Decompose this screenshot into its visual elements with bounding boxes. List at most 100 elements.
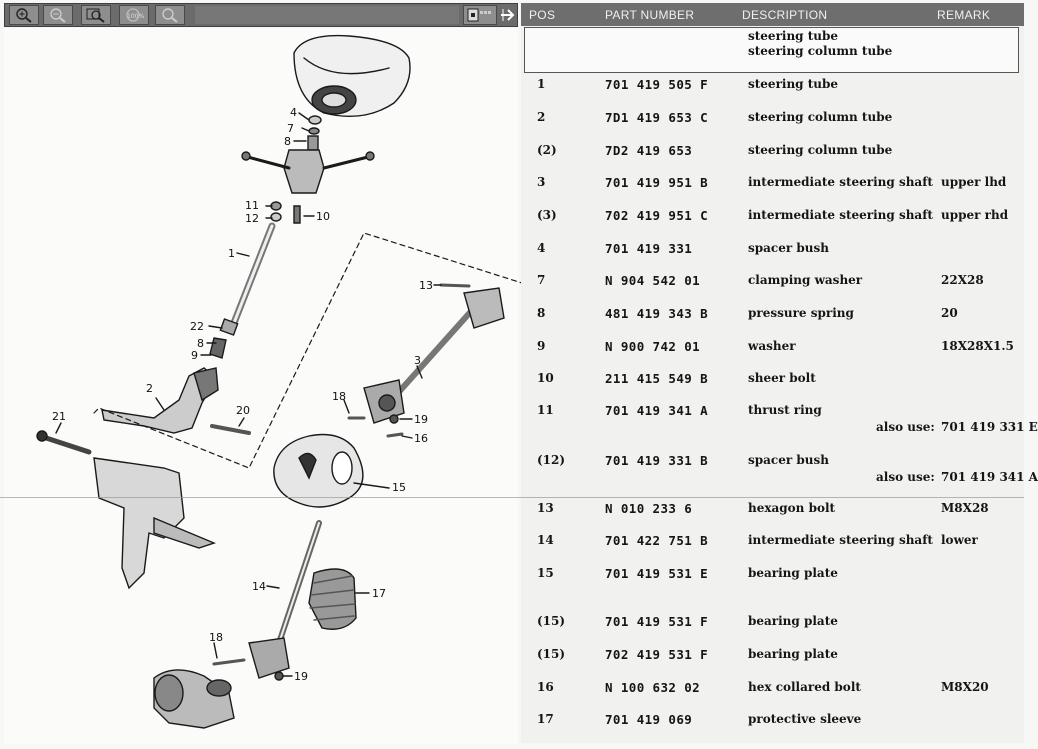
also-use-value: 701 419 341 A	[941, 470, 1038, 484]
also-use-value: 701 419 331 E	[941, 420, 1038, 434]
callout-19: 19	[414, 413, 428, 426]
zoom-100-button[interactable]: 100%	[119, 5, 149, 25]
group-heading: steering tube steering column tube	[524, 27, 1019, 73]
zoom-search-button[interactable]	[155, 5, 185, 25]
remark-cell: upper lhd	[941, 175, 1007, 189]
pos-cell: 16	[537, 680, 554, 694]
description-cell: steering column tube	[748, 143, 893, 157]
pos-cell: 8	[537, 306, 546, 320]
zoom-in-button[interactable]	[9, 5, 39, 25]
zoom-in-icon	[16, 8, 32, 23]
callout-19b: 19	[294, 670, 308, 683]
callout-18b: 18	[209, 631, 223, 644]
arrow-right-button[interactable]	[497, 5, 517, 25]
header-part-number[interactable]: PART NUMBER	[605, 8, 695, 22]
zoom-fit-icon	[86, 8, 105, 23]
table-row[interactable]: 15 701 419 531 E bearing plate	[521, 566, 1024, 596]
callout-21: 21	[52, 410, 66, 423]
arrow-right-icon	[501, 9, 515, 21]
remark-cell: 18X28X1.5	[941, 339, 1014, 353]
part-number-cell: 701 422 751 B	[605, 533, 709, 548]
pos-cell: 11	[537, 403, 554, 417]
scan-fold-line	[0, 497, 1024, 498]
callout-10: 10	[316, 210, 330, 223]
callout-14: 14	[252, 580, 266, 593]
header-description[interactable]: DESCRIPTION	[742, 8, 828, 22]
part-number-cell: 481 419 343 B	[605, 306, 709, 321]
description-cell: spacer bush	[748, 241, 829, 255]
callout-17: 17	[372, 587, 386, 600]
pos-cell: 9	[537, 339, 546, 353]
pos-cell: (15)	[537, 614, 566, 628]
toolbar-spacer	[195, 6, 459, 24]
zoom-fit-button[interactable]	[81, 5, 111, 25]
part-number-cell: 702 419 951 C	[605, 208, 709, 223]
callout-4: 4	[290, 106, 297, 119]
callout-15: 15	[392, 481, 406, 494]
remark-cell: M8X28	[941, 501, 989, 515]
header-remark[interactable]: REMARK	[937, 8, 991, 22]
layout-icon	[467, 8, 491, 22]
callout-7: 7	[287, 122, 294, 135]
exploded-parts-diagram: 4 7 8 11 12 10 1 22 8 9 2 20 21 13 3 18 …	[4, 28, 523, 744]
magnifier-icon	[162, 8, 178, 23]
callout-3: 3	[414, 354, 421, 367]
zoom-100-icon: 100%	[126, 8, 144, 22]
also-use-label: also use:	[876, 420, 935, 434]
part-number-cell: N 010 233 6	[605, 501, 693, 516]
part-number-cell: 701 419 531 E	[605, 566, 709, 581]
part-number-cell: 701 419 531 F	[605, 614, 709, 629]
remark-cell: 20	[941, 306, 958, 320]
callout-11: 11	[245, 199, 259, 212]
pos-cell: 15	[537, 566, 554, 580]
pos-cell: 13	[537, 501, 554, 515]
remark-cell: M8X20	[941, 680, 989, 694]
remark-cell: 22X28	[941, 273, 984, 287]
part-number-cell: 701 419 069	[605, 712, 693, 727]
layout-toggle-button[interactable]	[463, 5, 497, 25]
pos-cell: (15)	[537, 647, 566, 661]
callout-22: 22	[190, 320, 204, 333]
parts-table: POS PART NUMBER DESCRIPTION REMARK steer…	[521, 3, 1038, 743]
description-cell: spacer bush	[748, 453, 829, 467]
table-row[interactable]: (15) 702 419 531 F bearing plate	[521, 647, 1024, 677]
description-cell: pressure spring	[748, 306, 854, 320]
zoom-out-button[interactable]	[43, 5, 73, 25]
also-use-label: also use:	[876, 470, 935, 484]
callout-20: 20	[236, 404, 250, 417]
pos-cell: 1	[537, 77, 546, 91]
pos-cell: (2)	[537, 143, 557, 157]
remark-cell: upper rhd	[941, 208, 1009, 222]
table-row[interactable]: 13 N 010 233 6 hexagon bolt M8X28	[521, 501, 1024, 531]
callout-8: 8	[284, 135, 291, 148]
diagram-toolbar: 100%	[4, 3, 518, 27]
description-cell: hexagon bolt	[748, 501, 836, 515]
header-pos[interactable]: POS	[529, 8, 556, 22]
group-line-1: steering tube	[748, 29, 839, 43]
part-number-cell: 702 419 531 F	[605, 647, 709, 662]
remark-cell: lower	[941, 533, 978, 547]
table-row[interactable]: 8 481 419 343 B pressure spring 20	[521, 306, 1024, 336]
description-cell: bearing plate	[748, 647, 838, 661]
table-header: POS PART NUMBER DESCRIPTION REMARK	[521, 3, 1024, 26]
pos-cell: 2	[537, 110, 546, 124]
description-cell: steering column tube	[748, 110, 893, 124]
description-cell: bearing plate	[748, 566, 838, 580]
pos-cell: 4	[537, 241, 546, 255]
pos-cell: 14	[537, 533, 554, 547]
